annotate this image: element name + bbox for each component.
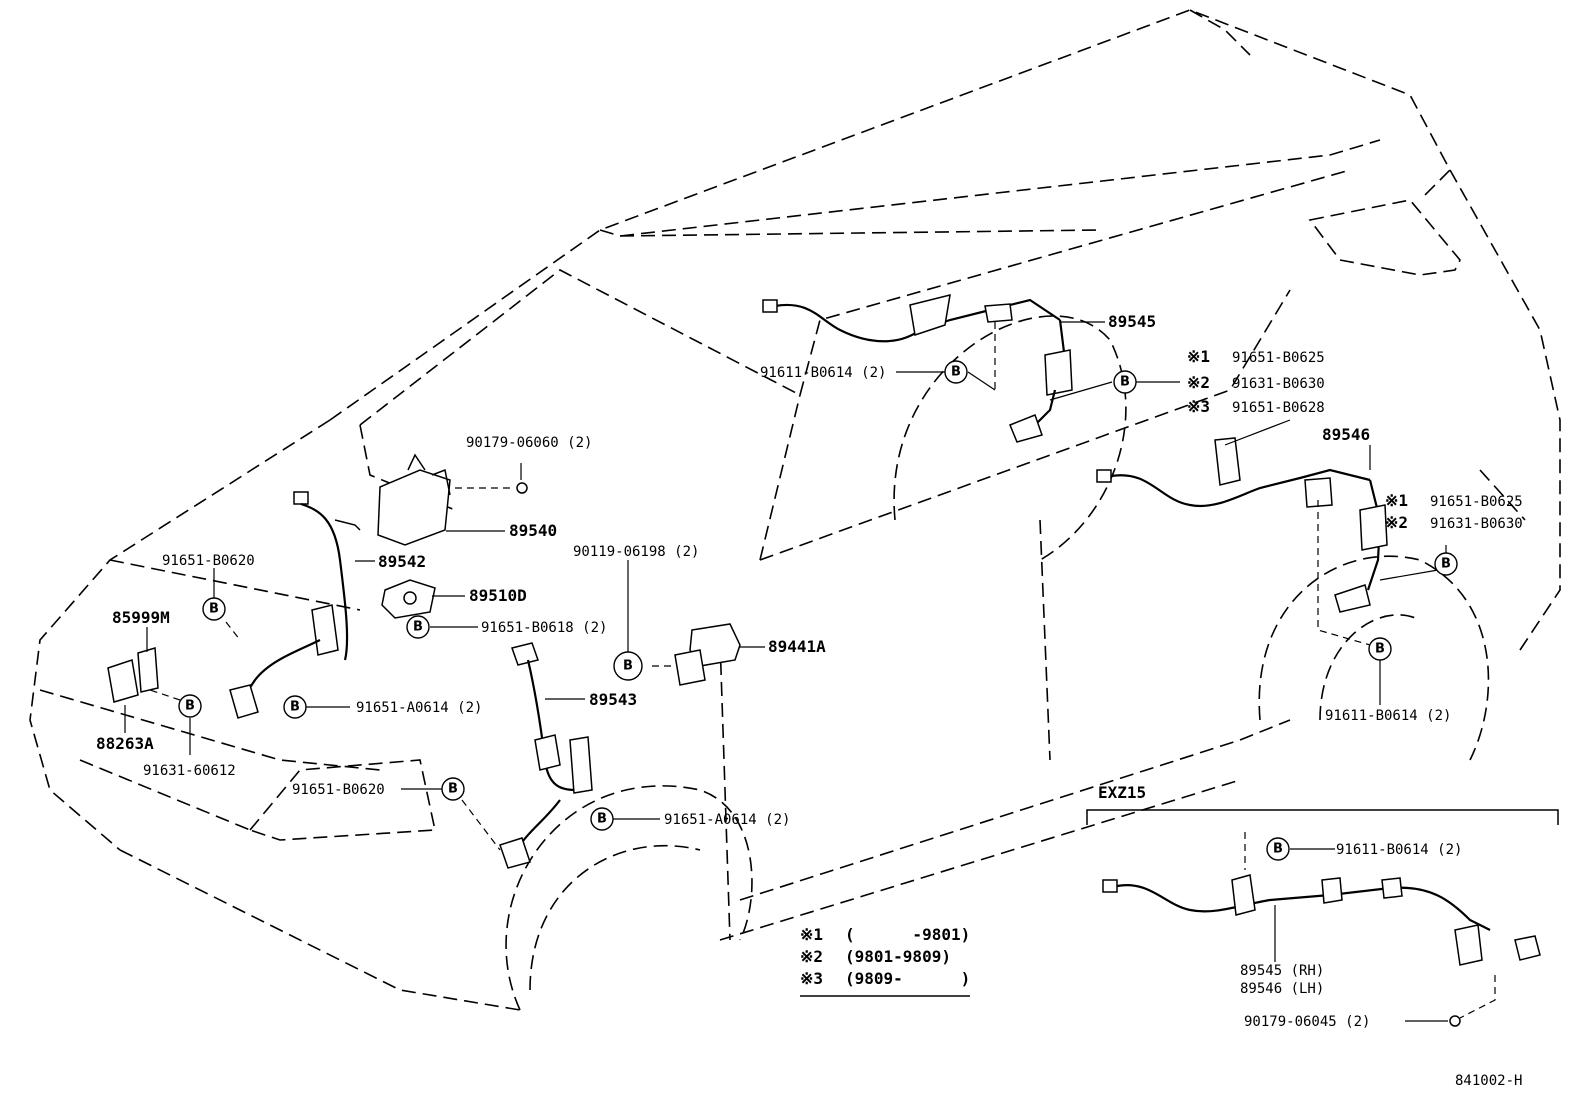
label-91631-B0630-rr: 91631-B0630 xyxy=(1232,376,1325,392)
legend-mark-3: ※3 xyxy=(800,969,823,988)
legend-range-1: ( -9801) xyxy=(845,925,970,944)
label-91651-B0620-bottom: 91651-B0620 xyxy=(292,782,385,798)
label-89546: 89546 xyxy=(1322,425,1370,444)
svg-text:B: B xyxy=(1375,642,1385,657)
exz-label-89545-rh: 89545 (RH) xyxy=(1240,963,1324,979)
svg-text:B: B xyxy=(1120,375,1130,390)
label-91651-A0614-front: 91651-A0614 (2) xyxy=(664,812,790,828)
b-marker: B xyxy=(944,360,968,384)
label-90119-06198: 90119-06198 (2) xyxy=(573,544,699,560)
rear-right-sensor-89545[interactable] xyxy=(762,293,1073,443)
label-91651-A0614-left: 91651-A0614 (2) xyxy=(356,700,482,716)
exz-label-89546-lh: 89546 (LH) xyxy=(1240,981,1324,997)
svg-text:B: B xyxy=(951,365,961,380)
g-sensor-89510D[interactable] xyxy=(381,579,436,619)
label-91651-B0620-top: 91651-B0620 xyxy=(162,553,255,569)
label-91651-B0625-rl: 91651-B0625 xyxy=(1430,494,1523,510)
b-marker: B xyxy=(1266,837,1290,861)
label-91631-60612: 91631-60612 xyxy=(143,763,236,779)
label-88263A: 88263A xyxy=(96,734,154,753)
sensor-89441A[interactable] xyxy=(674,623,741,686)
bolt-markers: B B B B B B B B B B B B xyxy=(178,360,1458,861)
label-91651-B0618: 91651-B0618 (2) xyxy=(481,620,607,636)
svg-text:B: B xyxy=(209,602,219,617)
front-sensor-89542[interactable] xyxy=(229,491,361,719)
svg-text:B: B xyxy=(185,699,195,714)
label-90179-06045: 90179-06045 (2) xyxy=(1244,1014,1370,1030)
svg-text:B: B xyxy=(1273,842,1283,857)
front-sensor-89543[interactable] xyxy=(499,642,593,869)
label-90179-06060: 90179-06060 (2) xyxy=(466,435,592,451)
label-85999M: 85999M xyxy=(112,608,170,627)
note2-mark-rear-left: ※2 xyxy=(1385,513,1408,532)
exz15-inset: EXZ15 91611-B0614 (2) 89545 (RH) 89546 (… xyxy=(1086,783,1559,1030)
production-date-legend: ※1 ( -9801) ※2 (9801-9809) ※3 (9809- ) xyxy=(800,925,970,997)
b-marker: B xyxy=(1113,370,1137,394)
note2-mark-rear-right: ※2 xyxy=(1187,373,1210,392)
abs-actuator-89540[interactable] xyxy=(377,453,528,546)
label-89441A: 89441A xyxy=(768,637,826,656)
label-89543: 89543 xyxy=(589,690,637,709)
figure-number: 841002-H xyxy=(1455,1073,1522,1089)
svg-text:B: B xyxy=(1441,557,1451,572)
label-91611-B0614-exz: 91611-B0614 (2) xyxy=(1336,842,1462,858)
label-91651-B0628-rr: 91651-B0628 xyxy=(1232,400,1325,416)
note1-mark-rear-left: ※1 xyxy=(1385,491,1408,510)
relay-85999M[interactable] xyxy=(137,647,159,693)
label-89540: 89540 xyxy=(509,521,557,540)
legend-range-3: (9809- ) xyxy=(845,969,970,988)
b-marker: B xyxy=(283,695,307,719)
part-labels: 89545 91611-B0614 (2) ※1 91651-B0625 ※2 … xyxy=(96,312,1523,828)
label-91651-B0625-rr: 91651-B0625 xyxy=(1232,350,1325,366)
note1-mark-rear-right: ※1 xyxy=(1187,347,1210,366)
exz15-title: EXZ15 xyxy=(1098,783,1146,802)
label-89545: 89545 xyxy=(1108,312,1156,331)
b-marker: B xyxy=(406,615,430,639)
b-marker: B xyxy=(202,597,226,621)
b-marker: B xyxy=(178,694,202,718)
legend-range-2: (9801-9809) xyxy=(845,947,951,966)
b-marker: B xyxy=(1368,637,1392,661)
rear-left-sensor-89546[interactable] xyxy=(1096,437,1388,646)
leader-lines xyxy=(124,321,1447,851)
b-marker: B xyxy=(1434,552,1458,576)
note3-mark-rear-right: ※3 xyxy=(1187,397,1210,416)
label-91611-B0614-top: 91611-B0614 (2) xyxy=(760,365,886,381)
svg-text:B: B xyxy=(597,812,607,827)
vehicle-outline xyxy=(29,9,1561,1011)
svg-text:B: B xyxy=(290,700,300,715)
label-89542: 89542 xyxy=(378,552,426,571)
svg-text:B: B xyxy=(448,782,458,797)
label-91611-B0614-right: 91611-B0614 (2) xyxy=(1325,708,1451,724)
svg-text:B: B xyxy=(413,620,423,635)
b-marker: B xyxy=(590,807,614,831)
legend-mark-2: ※2 xyxy=(800,947,823,966)
svg-text:B: B xyxy=(623,659,633,674)
label-91631-B0630-rl: 91631-B0630 xyxy=(1430,516,1523,532)
label-89510D: 89510D xyxy=(469,586,527,605)
b-marker: B xyxy=(613,651,643,681)
legend-mark-1: ※1 xyxy=(800,925,823,944)
relay-88263A[interactable] xyxy=(107,659,139,703)
b-marker: B xyxy=(441,777,465,801)
